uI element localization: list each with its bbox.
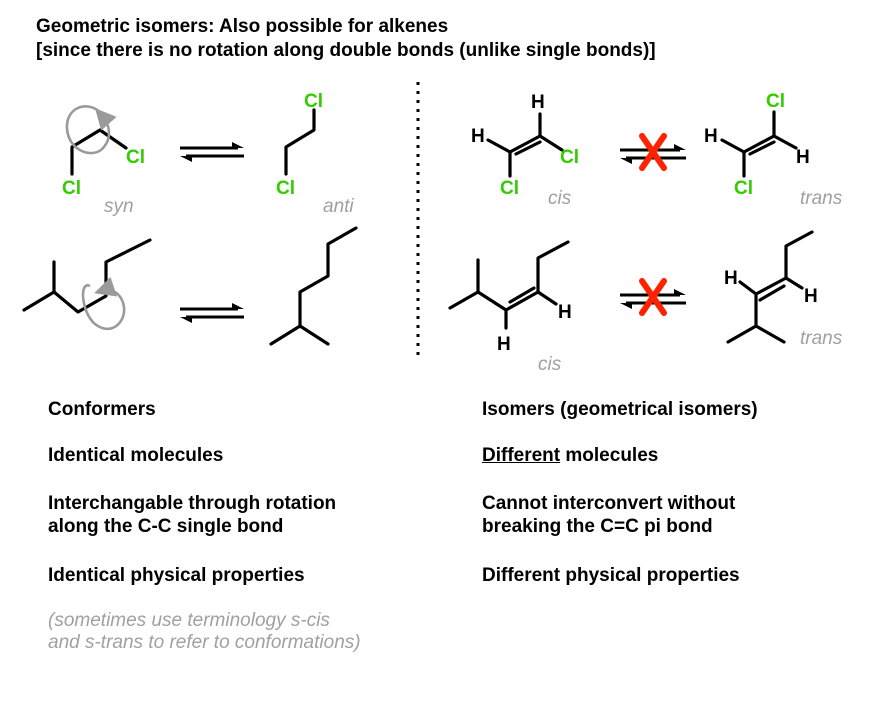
atom-cl: Cl (276, 178, 295, 199)
atom-h: H (531, 92, 545, 113)
isomers-title: Isomers (geometrical isomers) (482, 399, 758, 420)
caption-anti: anti (323, 196, 354, 217)
atom-cl: Cl (126, 147, 145, 168)
atom-cl: Cl (304, 91, 323, 112)
caption-trans-bottom: trans (800, 328, 843, 349)
methylhexene-trans: H H trans (724, 230, 843, 349)
terminology-note-line2: and s-trans to refer to conformations) (48, 632, 361, 653)
atom-cl: Cl (62, 178, 81, 199)
conformers-properties: Identical physical properties (48, 565, 305, 586)
rotation-arrow-icon (95, 108, 117, 151)
equilibrium-arrow (180, 142, 244, 162)
atom-h: H (796, 147, 810, 168)
page-subtitle: [since there is no rotation along double… (36, 40, 656, 61)
blocked-equilibrium (620, 133, 686, 171)
isomers-interchange-line1: Cannot interconvert without (482, 493, 736, 514)
cross-icon (639, 278, 667, 316)
atom-h: H (724, 268, 738, 289)
conformers-interchange-line1: Interchangable through rotation (48, 493, 337, 514)
isomers-identity-emphasis: Different (482, 445, 561, 466)
caption-syn: syn (104, 196, 134, 217)
dichloroethene-cis: H H Cl Cl cis (471, 92, 579, 209)
isomers-properties: Different physical properties (482, 565, 740, 586)
atom-h: H (804, 286, 818, 307)
rotation-arrow-icon (65, 105, 102, 155)
equilibrium-arrow (180, 303, 244, 323)
atom-cl: Cl (766, 91, 785, 112)
cross-icon (639, 133, 667, 171)
dichloroethane-anti: Cl Cl anti (276, 91, 354, 217)
dichloroethane-syn: Cl Cl syn (62, 105, 145, 217)
dichloroethene-trans: H Cl H Cl trans (704, 91, 843, 209)
blocked-equilibrium (620, 278, 686, 316)
page-title: Geometric isomers: Also possible for alk… (36, 16, 449, 37)
caption-cis-bottom: cis (538, 354, 562, 375)
conformers-title: Conformers (48, 399, 156, 420)
rotation-arrow-icon (94, 276, 124, 301)
terminology-note: (sometimes use terminology s-cis and s-t… (48, 610, 361, 654)
terminology-note-line1: (sometimes use terminology s-cis (48, 610, 330, 631)
methylhexane-extended (269, 226, 358, 346)
atom-cl: Cl (734, 178, 753, 199)
isomers-interchange-line2: breaking the C=C pi bond (482, 516, 713, 537)
atom-h: H (497, 334, 511, 355)
atom-h: H (471, 126, 485, 147)
caption-trans-top: trans (800, 188, 843, 209)
atom-h: H (558, 302, 572, 323)
rotation-arrow-icon (81, 284, 126, 330)
methylhexene-cis: H H cis (448, 240, 572, 375)
conformers-interchange-line2: along the C-C single bond (48, 516, 284, 537)
conformers-identity: Identical molecules (48, 445, 224, 466)
methylhexane-rotating (22, 238, 152, 330)
atom-cl: Cl (500, 178, 519, 199)
atom-h: H (704, 126, 718, 147)
isomers-identity: Different molecules (482, 444, 658, 467)
isomers-identity-rest: molecules (560, 445, 659, 466)
atom-cl: Cl (560, 147, 579, 168)
caption-cis-top: cis (548, 188, 572, 209)
